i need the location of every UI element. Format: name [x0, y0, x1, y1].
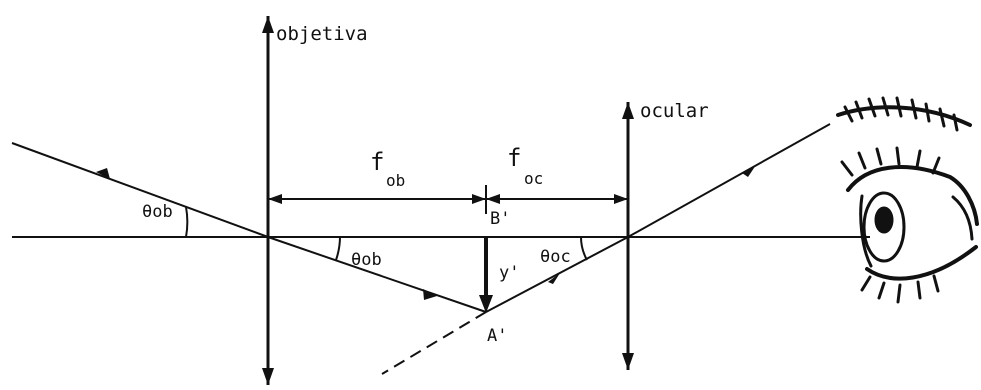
theta-oc-label: θoc [540, 247, 571, 267]
image-to-ocular-arrow [548, 273, 560, 284]
outgoing-ray [627, 123, 831, 238]
refracted-ray-arrow [423, 289, 437, 300]
eye-illustration [836, 96, 979, 304]
b-prime-label: B' [490, 209, 510, 229]
angle-arc-theta-ob-right [335, 236, 341, 261]
dashed-extension [381, 311, 487, 375]
f-ob-label: f [370, 148, 384, 176]
dimension-arrow-mid-right [486, 194, 500, 204]
ocular-label: ocular [640, 100, 709, 122]
angle-arc-theta-ob-left [185, 206, 189, 238]
f-oc-subscript: oc [524, 169, 543, 188]
image-arrow-head [479, 295, 493, 313]
incoming-ray [11, 142, 269, 238]
ocular-lens-top-arrow [622, 102, 634, 119]
f-ob-subscript: ob [386, 171, 405, 190]
outgoing-ray-arrow [742, 165, 756, 177]
image-to-ocular-ray [485, 236, 629, 313]
objective-lens-bottom-arrow [262, 368, 274, 385]
theta-ob-left-label: θob [142, 202, 173, 222]
dimension-arrow-left [268, 194, 282, 204]
incoming-ray-arrow [96, 168, 110, 179]
dimension-arrow-right [614, 194, 628, 204]
theta-ob-right-label: θob [351, 250, 382, 270]
angle-arc-theta-oc [579, 236, 588, 261]
y-prime-label: y' [499, 263, 519, 283]
ocular-lens-bottom-arrow [622, 353, 634, 370]
objective-label: objetiva [276, 23, 368, 45]
f-oc-label: f [507, 144, 521, 172]
objective-lens-top-arrow [262, 16, 274, 33]
dimension-arrow-mid-left [472, 194, 486, 204]
a-prime-label: A' [487, 326, 507, 346]
refracted-ray [267, 236, 487, 313]
